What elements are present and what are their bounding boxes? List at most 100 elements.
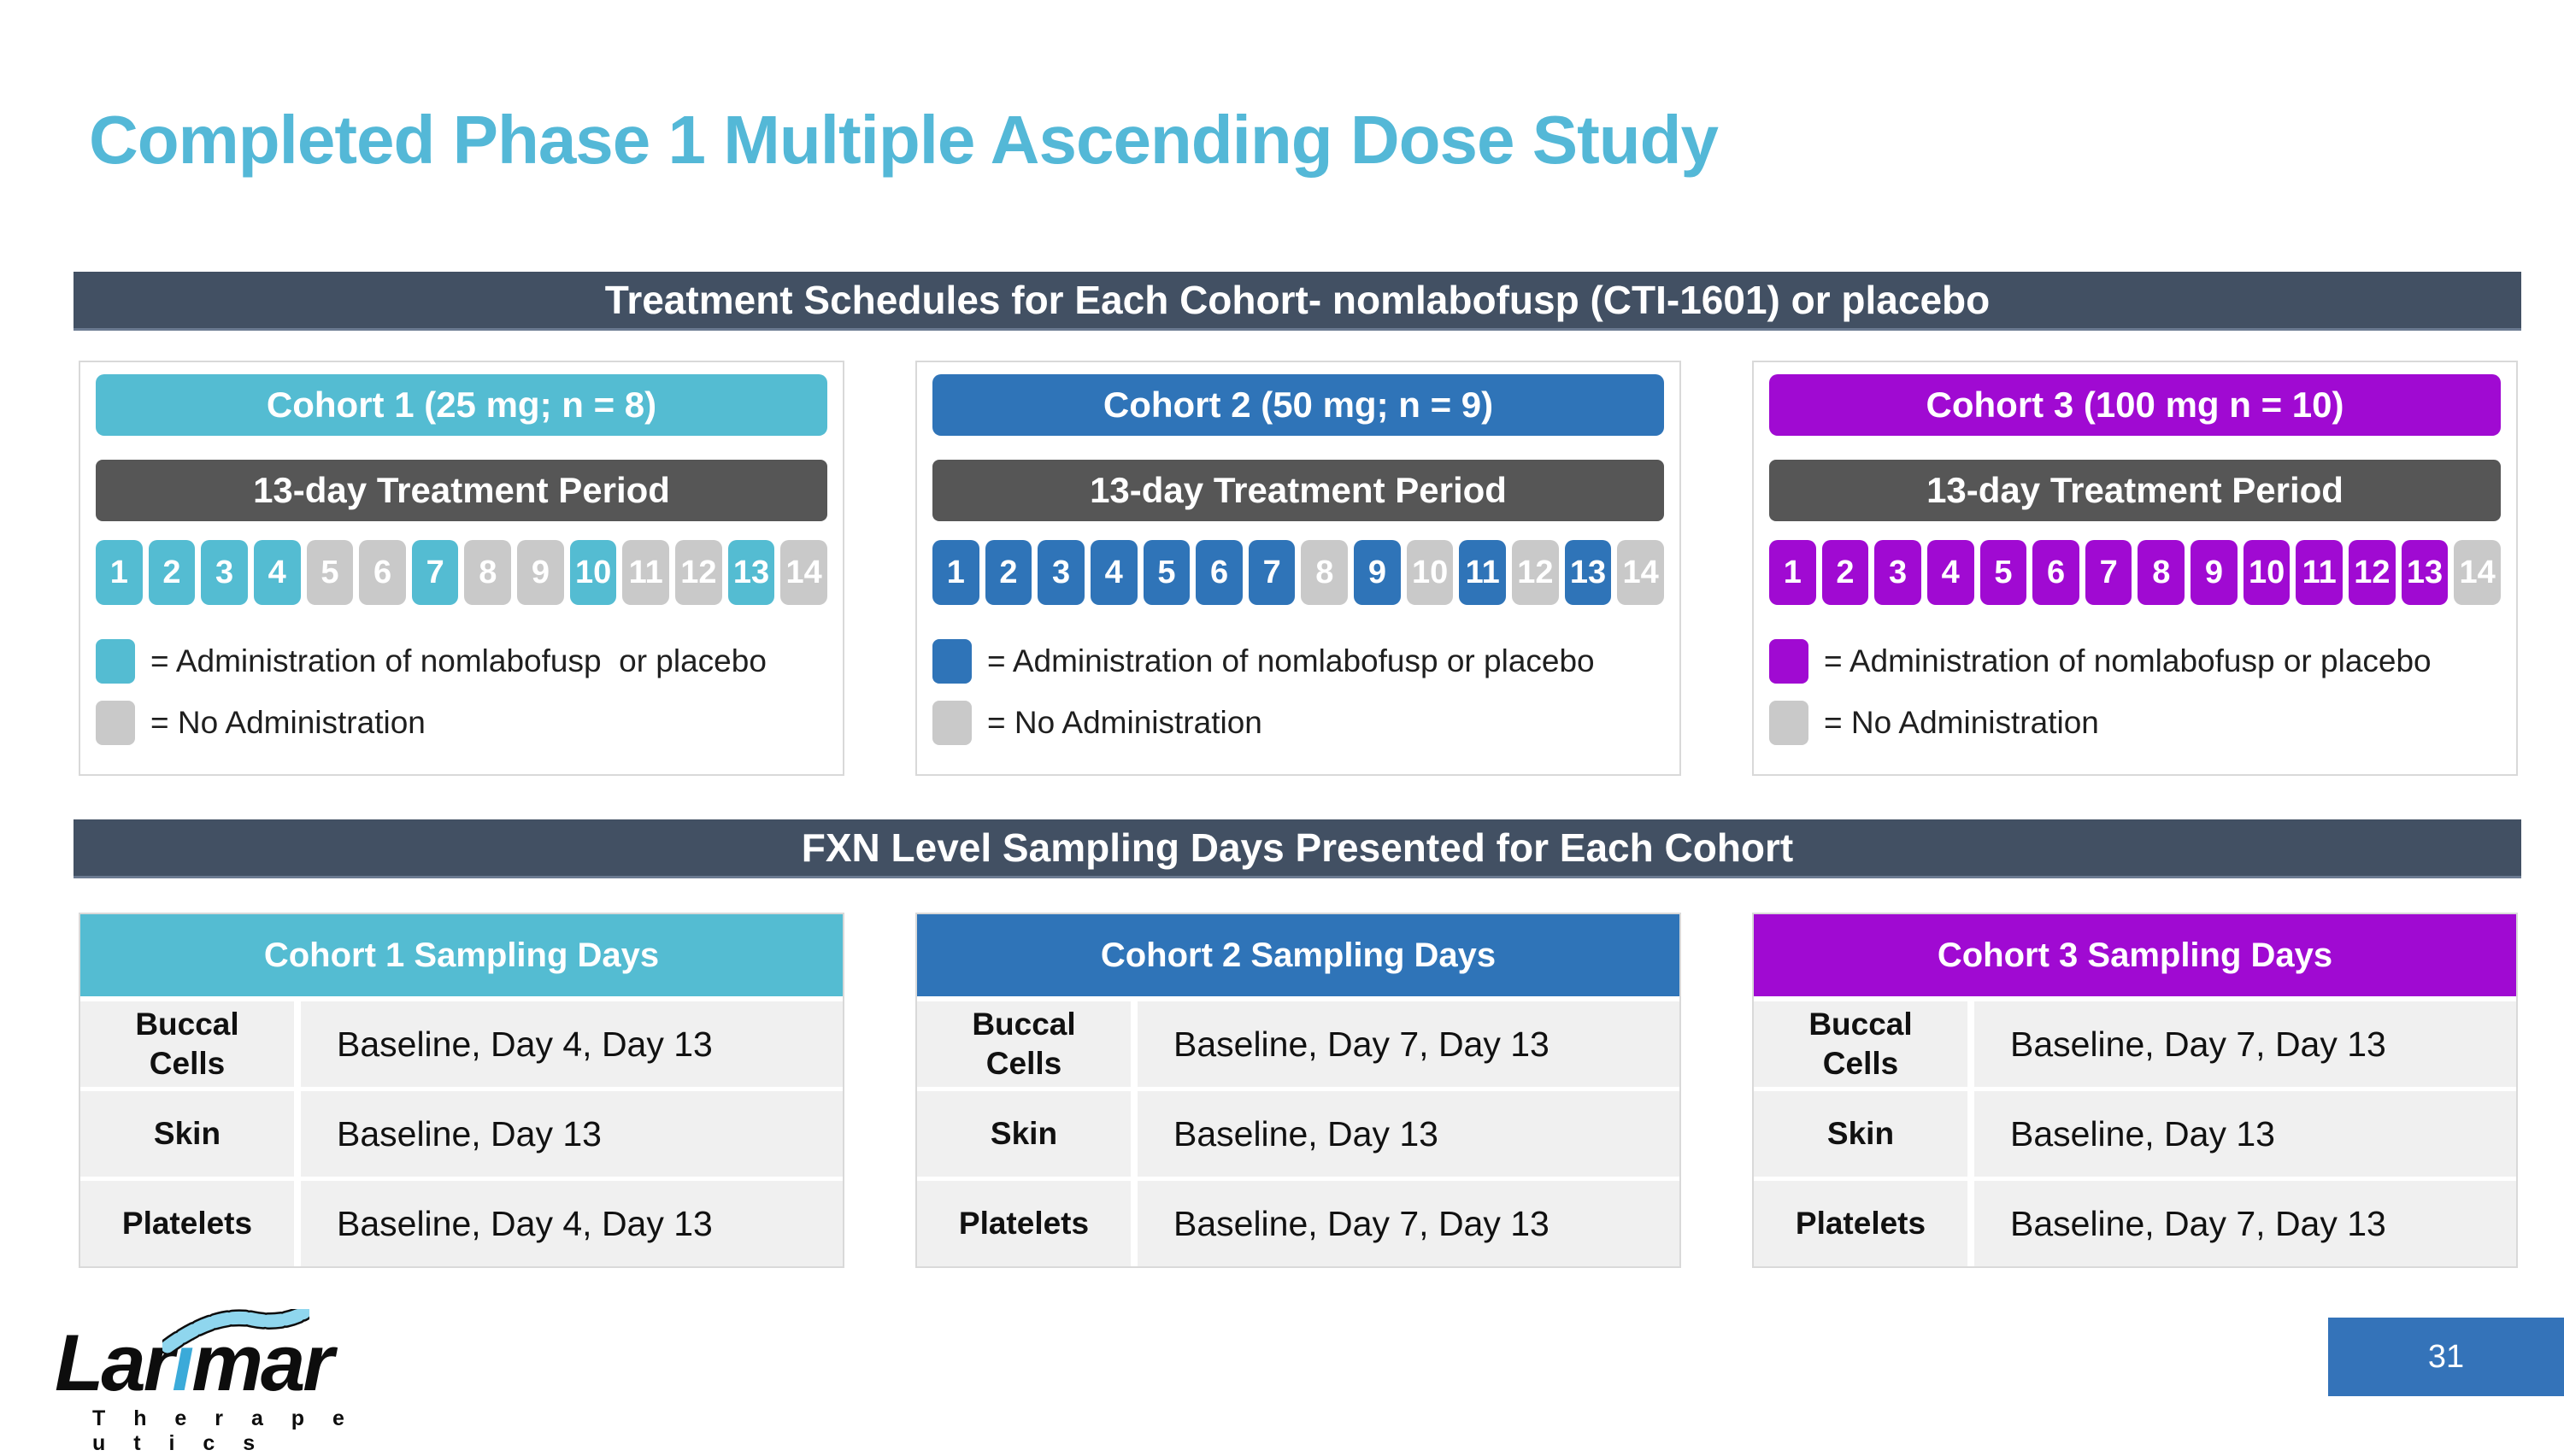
day-cell: 13 (2401, 540, 2449, 605)
cohort-3-legend-admin: = Administration of nomlabofusp or place… (1769, 639, 2501, 684)
page-number: 31 (2427, 1338, 2465, 1375)
treatment-schedules-banner: Treatment Schedules for Each Cohort- nom… (74, 272, 2521, 331)
no-admin-color-swatch (96, 701, 135, 745)
row-label: Skin (80, 1091, 294, 1177)
day-cell: 11 (2296, 540, 2343, 605)
cohort-1-legend-none: = No Administration (96, 701, 827, 745)
day-cell: 1 (96, 540, 143, 605)
legend-none-label: = No Administration (1824, 705, 2099, 740)
day-cell: 4 (1090, 540, 1138, 605)
day-cell: 8 (2138, 540, 2185, 605)
cohort-3-sampling-header: Cohort 3 Sampling Days (1754, 914, 2516, 996)
row-label: Skin (917, 1091, 1131, 1177)
day-cell: 10 (569, 540, 617, 605)
day-cell: 1 (1769, 540, 1816, 605)
row-label: Platelets (917, 1181, 1131, 1266)
day-cell: 11 (622, 540, 670, 605)
legend-none-label: = No Administration (150, 705, 426, 740)
day-cell: 11 (1459, 540, 1507, 605)
row-label: Skin (1754, 1091, 1967, 1177)
admin-color-swatch (1769, 639, 1808, 684)
cohort-2-legend-admin: = Administration of nomlabofusp or place… (932, 639, 1664, 684)
cohort-3-card: Cohort 3 (100 mg n = 10) 13-day Treatmen… (1752, 361, 2518, 776)
row-value: Baseline, Day 13 (1138, 1091, 1679, 1177)
day-cell: 10 (2243, 540, 2291, 605)
row-value: Baseline, Day 4, Day 13 (301, 1001, 843, 1087)
day-cell: 2 (985, 540, 1032, 605)
cohort-2-legend-none: = No Administration (932, 701, 1664, 745)
row-label: Platelets (1754, 1181, 1967, 1266)
day-cell: 13 (727, 540, 775, 605)
legend-admin-label: = Administration of nomlabofusp or place… (150, 643, 767, 678)
cohort-1-legend-admin: = Administration of nomlabofusp or place… (96, 639, 827, 684)
row-value: Baseline, Day 7, Day 13 (1974, 1181, 2516, 1266)
cohort-2-card: Cohort 2 (50 mg; n = 9) 13-day Treatment… (915, 361, 1681, 776)
cohort-2-treatment-period: 13-day Treatment Period (932, 460, 1664, 521)
row-value: Baseline, Day 4, Day 13 (301, 1181, 843, 1266)
day-cell: 5 (306, 540, 354, 605)
cohort-3-legend-none: = No Administration (1769, 701, 2501, 745)
cohort-1-sampling-header: Cohort 1 Sampling Days (80, 914, 843, 996)
day-cell: 2 (1821, 540, 1869, 605)
cohort-1-card: Cohort 1 (25 mg; n = 8) 13-day Treatment… (79, 361, 844, 776)
day-cell: 10 (1406, 540, 1454, 605)
row-value: Baseline, Day 7, Day 13 (1138, 1001, 1679, 1087)
row-value: Baseline, Day 13 (1974, 1091, 2516, 1177)
fxn-sampling-banner: FXN Level Sampling Days Presented for Ea… (74, 819, 2521, 878)
day-cell: 3 (1874, 540, 1921, 605)
day-cell: 12 (675, 540, 722, 605)
page-number-box: 31 (2328, 1318, 2564, 1396)
row-value: Baseline, Day 7, Day 13 (1138, 1181, 1679, 1266)
day-cell: 12 (1512, 540, 1559, 605)
day-cell: 4 (253, 540, 301, 605)
logo-text-suffix: mar (191, 1318, 333, 1407)
day-cell: 6 (2032, 540, 2079, 605)
day-cell: 3 (1038, 540, 1085, 605)
day-cell: 7 (1248, 540, 1296, 605)
day-cell: 1 (932, 540, 979, 605)
day-cell: 12 (2349, 540, 2396, 605)
row-label: Buccal Cells (1754, 1001, 1967, 1087)
day-cell: 8 (1301, 540, 1349, 605)
day-cell: 4 (1926, 540, 1974, 605)
legend-none-label: = No Administration (987, 705, 1262, 740)
logo-text-prefix: Lar (55, 1318, 174, 1407)
legend-admin-label: = Administration of nomlabofusp or place… (1824, 643, 2432, 678)
row-value: Baseline, Day 7, Day 13 (1974, 1001, 2516, 1087)
day-cell: 9 (1354, 540, 1401, 605)
cohort-2-sampling-header: Cohort 2 Sampling Days (917, 914, 1679, 996)
day-cell: 14 (2454, 540, 2501, 605)
day-cell: 9 (2191, 540, 2238, 605)
day-cell: 7 (2085, 540, 2132, 605)
day-cell: 2 (148, 540, 196, 605)
cohort-2-header: Cohort 2 (50 mg; n = 9) (932, 374, 1664, 436)
day-cell: 14 (780, 540, 827, 605)
day-cell: 6 (359, 540, 406, 605)
larimar-logo: Larimar T h e r a p e u t i c s (55, 1309, 362, 1455)
day-cell: 7 (411, 540, 459, 605)
row-label: Platelets (80, 1181, 294, 1266)
day-cell: 5 (1979, 540, 2027, 605)
day-cell: 14 (1617, 540, 1664, 605)
legend-admin-label: = Administration of nomlabofusp or place… (987, 643, 1595, 678)
cohort-3-header: Cohort 3 (100 mg n = 10) (1769, 374, 2501, 436)
admin-color-swatch (932, 639, 972, 684)
day-cell: 13 (1564, 540, 1612, 605)
